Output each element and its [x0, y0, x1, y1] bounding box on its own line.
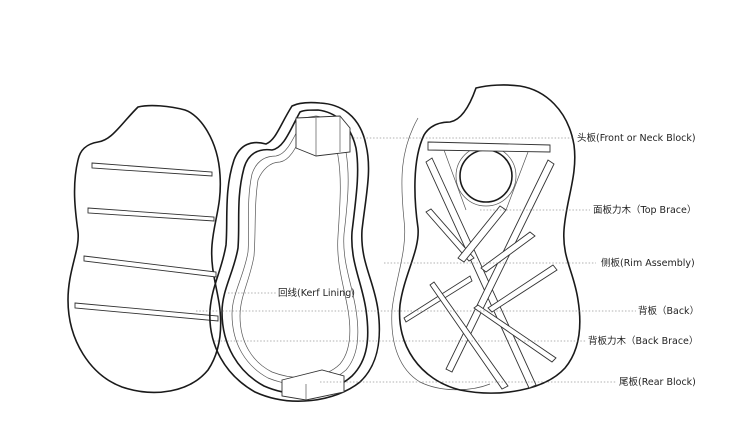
label-neck-block: 头板(Front or Neck Block)	[577, 132, 696, 144]
sound-hole	[459, 149, 513, 203]
leader-lines	[196, 137, 636, 383]
rim-assembly	[209, 101, 381, 402]
label-back-brace: 背板力木（Back Brace）	[588, 335, 698, 347]
top-panel	[391, 84, 581, 394]
top-outline	[398, 84, 581, 394]
upper-transverse-brace	[427, 141, 551, 153]
rear-block	[281, 369, 345, 401]
kerf-lining	[231, 115, 359, 386]
part-labels: 头板(Front or Neck Block) 面板力木（Top Brace） …	[278, 132, 699, 388]
neck-block	[295, 115, 351, 157]
back-outline	[67, 104, 222, 394]
label-rim-assembly: 侧板(Rim Assembly)	[601, 257, 695, 269]
back-panel	[67, 104, 222, 394]
label-back: 背板（Back）	[638, 305, 699, 317]
label-rear-block: 尾板(Rear Block)	[619, 376, 696, 388]
label-top-brace: 面板力木（Top Brace）	[593, 204, 696, 216]
top-brace-set	[403, 149, 558, 390]
back-brace-set	[74, 162, 219, 322]
label-kerf-lining: 回线(Kerf Lining)	[278, 287, 355, 299]
rim-outer-outline	[209, 101, 381, 402]
top-rim-ghost	[391, 117, 491, 391]
